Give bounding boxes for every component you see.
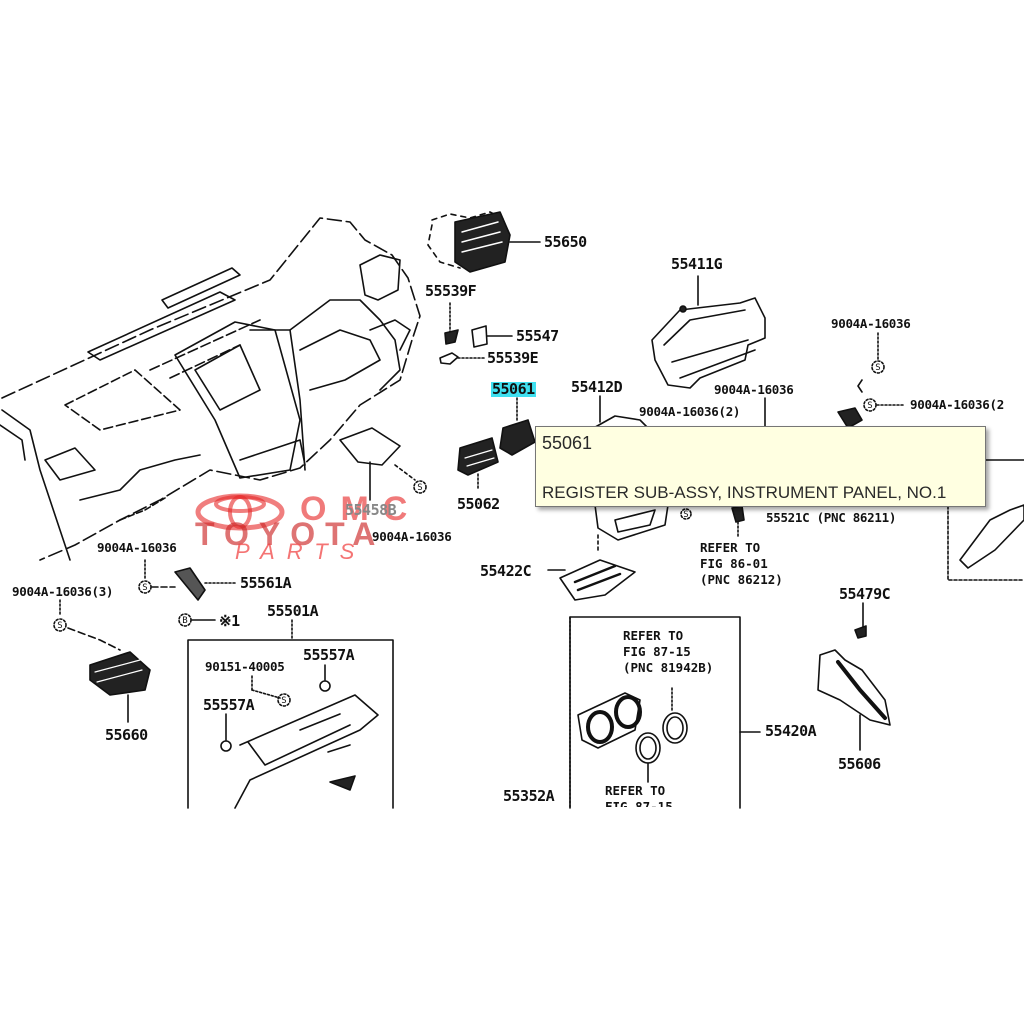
tooltip-part-description: REGISTER SUB-ASSY, INSTRUMENT PANEL, NO.… (542, 483, 947, 502)
part-label-9004A-16036-top-right[interactable]: 9004A-16036 (831, 316, 911, 331)
register-55061-drawing (457, 397, 536, 491)
reference-note-fig-86-01: REFER TO FIG 86-01 (PNC 86212) (700, 540, 783, 587)
screw-symbol: S (683, 510, 688, 520)
part-label-55501A[interactable]: 55501A (267, 602, 319, 620)
screw-symbol: S (281, 696, 286, 706)
instrument-panel-drawing (0, 217, 421, 561)
part-label-55557A-left[interactable]: 55557A (203, 696, 255, 714)
part-label-55561A[interactable]: 55561A (240, 574, 292, 592)
part-label-55061-highlighted[interactable]: 55061 (491, 380, 536, 398)
part-label-55062[interactable]: 55062 (457, 495, 500, 513)
cluster-hood-55411G-drawing (651, 275, 766, 389)
part-label-55539F[interactable]: 55539F (425, 282, 477, 300)
part-label-9004A-16036-2[interactable]: 9004A-16036(2) (639, 404, 741, 419)
panel-55422C-drawing (547, 559, 636, 601)
toyota-logo-watermark (195, 493, 285, 531)
part-label-55539E[interactable]: 55539E (487, 349, 539, 367)
register-55650-drawing (427, 211, 541, 273)
screw-symbol: S (142, 583, 147, 593)
cover-55458B-drawing (339, 427, 427, 501)
screw-symbol: S (417, 483, 422, 493)
part-label-9004A-16036-3[interactable]: 9004A-16036(3) (12, 584, 114, 599)
part-label-9004A-16036-2-right[interactable]: 9004A-16036(2 (910, 397, 1004, 412)
screw-symbol: S (875, 363, 880, 373)
part-label-55660[interactable]: 55660 (105, 726, 148, 744)
part-label-55420A[interactable]: 55420A (765, 722, 817, 740)
part-label-x1: ※1 (219, 612, 240, 630)
screw-symbol: S (867, 401, 872, 411)
part-label-9004A-16036-left[interactable]: 9004A-16036 (97, 540, 177, 555)
part-label-55479C[interactable]: 55479C (839, 585, 891, 603)
part-label-9004A-16036-center[interactable]: 9004A-16036 (372, 529, 452, 544)
watermark-parts: PARTS (235, 539, 367, 564)
clip-parts-drawing (439, 302, 513, 365)
part-label-55557A-right[interactable]: 55557A (303, 646, 355, 664)
part-label-55521C[interactable]: 55521C (PNC 86211) (766, 510, 897, 525)
part-label-55411G[interactable]: 55411G (671, 255, 723, 273)
audio-panel-55420A-drawing (569, 616, 761, 809)
screw-parts-right-drawing (764, 332, 906, 429)
part-label-55458B[interactable]: 55458B (345, 501, 397, 519)
part-tooltip: 55061 REGISTER SUB-ASSY, INSTRUMENT PANE… (535, 426, 986, 507)
part-label-55422C[interactable]: 55422C (480, 562, 532, 580)
tooltip-part-number: 55061 (542, 433, 593, 453)
part-label-9004A-16036-mid[interactable]: 9004A-16036 (714, 382, 794, 397)
part-label-55606[interactable]: 55606 (838, 755, 881, 773)
panel-55412D-drawing (589, 395, 745, 553)
bolt-symbol: B (182, 616, 187, 626)
reference-note-fig-87-15: REFER TO FIG 87-15 (PNC 81942B) (623, 628, 714, 675)
watermark-omc: OMC (300, 490, 422, 528)
watermark-toyota: TOYOTA (195, 516, 386, 552)
part-label-55650[interactable]: 55650 (544, 233, 587, 251)
part-label-55547[interactable]: 55547 (516, 327, 559, 345)
part-label-55352A[interactable]: 55352A (503, 787, 555, 805)
glovebox-55501A-drawing (187, 619, 394, 809)
right-partial-box-drawing (947, 459, 1024, 581)
part-label-55412D[interactable]: 55412D (571, 378, 623, 396)
reference-note-fig-87-15-lower: REFER TO FIG 87-15 (605, 783, 673, 807)
screw-symbol: S (57, 621, 62, 631)
part-label-90151-40005[interactable]: 90151-40005 (205, 659, 285, 674)
left-lower-parts-drawing (53, 559, 236, 723)
bracket-55606-drawing (817, 602, 891, 751)
